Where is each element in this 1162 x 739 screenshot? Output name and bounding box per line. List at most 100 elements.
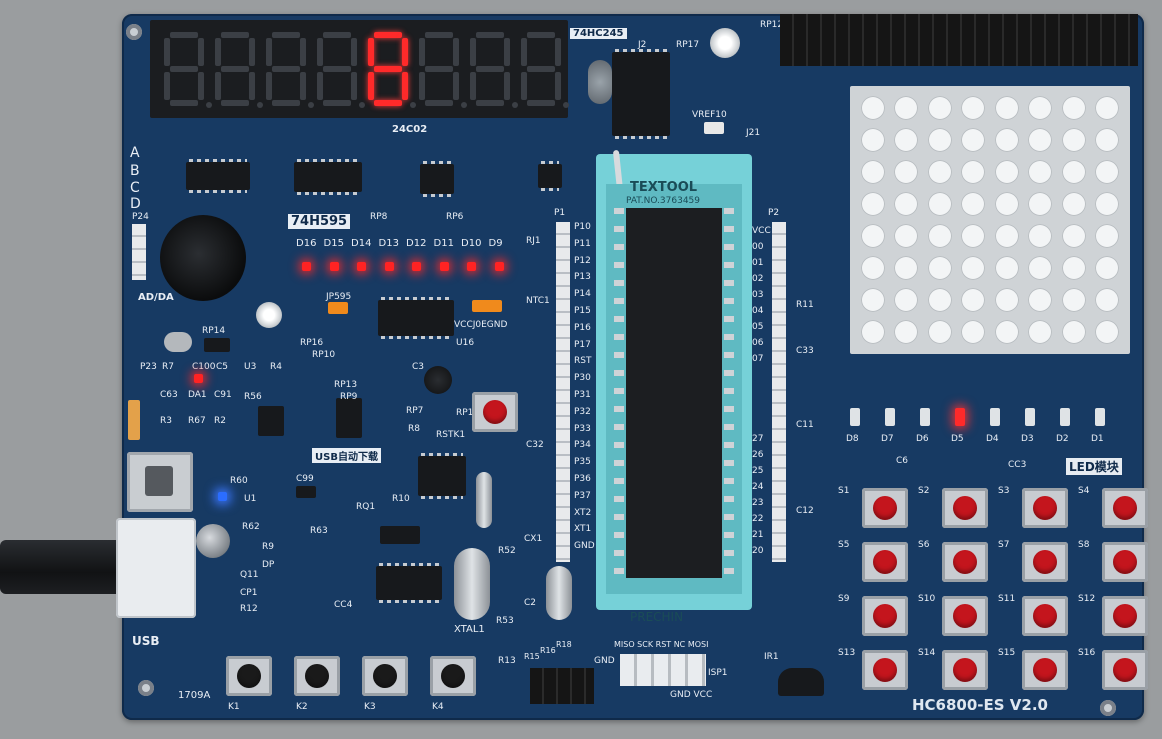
p1-pin-label: P10 [574, 222, 591, 232]
keypad-button[interactable] [862, 650, 908, 690]
potentiometer[interactable] [710, 28, 740, 58]
reset-button-cap[interactable] [483, 400, 507, 424]
matrix-dot [894, 96, 919, 120]
digit-segment [249, 72, 255, 100]
keypad-button[interactable] [1022, 542, 1068, 582]
led-module-led [990, 408, 1000, 426]
led-label: D16 [296, 238, 317, 249]
keypad-button[interactable] [1022, 488, 1068, 528]
header-bottom [530, 668, 594, 704]
ic-dual [380, 526, 420, 544]
k-button[interactable] [294, 656, 340, 696]
k-button-cap[interactable] [305, 664, 329, 688]
k-button[interactable] [226, 656, 272, 696]
keypad-button-cap[interactable] [953, 496, 977, 520]
keypad-button-cap[interactable] [1033, 658, 1057, 682]
reset-button[interactable] [472, 392, 518, 432]
jumper-vcc-gnd[interactable] [472, 300, 502, 312]
k-button[interactable] [362, 656, 408, 696]
digit-decimal-point [461, 102, 467, 108]
keypad-button[interactable] [862, 542, 908, 582]
keypad-button-cap[interactable] [873, 604, 897, 628]
ic-74hc245 [612, 49, 670, 139]
led-label: D15 [323, 238, 344, 249]
led-module-led [920, 408, 930, 426]
key-label: S4 [1078, 486, 1090, 496]
matrix-dot [961, 288, 986, 312]
keypad-button[interactable] [942, 596, 988, 636]
keypad-button-cap[interactable] [1033, 604, 1057, 628]
keypad-button-cap[interactable] [873, 496, 897, 520]
keypad-button[interactable] [1102, 596, 1148, 636]
trim-potentiometer[interactable] [256, 302, 282, 328]
ic-74hc138 [294, 159, 362, 195]
keypad-button[interactable] [1102, 488, 1148, 528]
keypad-button-cap[interactable] [1113, 496, 1137, 520]
label-rp10: C11 [796, 420, 814, 430]
keypad-button-cap[interactable] [1033, 496, 1057, 520]
label-isp1: ISP1 [708, 668, 728, 678]
keypad-button-cap[interactable] [873, 550, 897, 574]
jumper-jp595[interactable] [328, 302, 348, 314]
ic-regulator [376, 563, 442, 603]
p2-pin-label: 25 [752, 466, 764, 476]
digit-segment [249, 38, 255, 66]
matrix-dot [961, 256, 986, 280]
label-c100: R8 [408, 424, 420, 434]
matrix-dot [1061, 224, 1086, 248]
keypad-button-cap[interactable] [953, 604, 977, 628]
label-usb-auto-download: USB自动下载 [312, 448, 381, 463]
power-switch-knob[interactable] [145, 466, 173, 496]
digit-decimal-point [410, 102, 416, 108]
matrix-dot [961, 320, 986, 344]
keypad-button-cap[interactable] [1113, 550, 1137, 574]
led-module-label: D1 [1091, 434, 1104, 444]
keypad-button[interactable] [1022, 596, 1068, 636]
led-74h595 [357, 262, 366, 271]
keypad-button[interactable] [862, 596, 908, 636]
matrix-dot [894, 256, 919, 280]
matrix-dot [1028, 192, 1053, 216]
transistor-q11 [296, 486, 316, 498]
label-isp-pins: MISO SCK RST NC MOSI [614, 640, 709, 649]
keypad-button-cap[interactable] [1113, 604, 1137, 628]
matrix-dot [894, 288, 919, 312]
jumper-p23[interactable] [128, 400, 140, 440]
keypad-button[interactable] [942, 650, 988, 690]
keypad-button[interactable] [942, 542, 988, 582]
keypad-button-cap[interactable] [953, 658, 977, 682]
keypad-button[interactable] [862, 488, 908, 528]
keypad-button-cap[interactable] [1113, 658, 1137, 682]
key-label: S2 [918, 486, 930, 496]
digit-segment [317, 38, 323, 66]
label-rp14: C32 [526, 440, 544, 450]
keypad-button[interactable] [1022, 650, 1068, 690]
keypad-button-cap[interactable] [873, 658, 897, 682]
keypad-button-cap[interactable] [1033, 550, 1057, 574]
usb-plug [116, 518, 196, 618]
led-module-label: D6 [916, 434, 929, 444]
p1-pin-label: P36 [574, 474, 591, 484]
keypad-button[interactable] [1102, 650, 1148, 690]
p1-pin-label: P15 [574, 306, 591, 316]
keypad-button-cap[interactable] [953, 550, 977, 574]
keypad-button[interactable] [942, 488, 988, 528]
k-button[interactable] [430, 656, 476, 696]
digit-segment [504, 72, 510, 100]
jumper-j21[interactable] [704, 122, 724, 134]
led-74h595 [494, 262, 504, 271]
k-button-cap[interactable] [441, 664, 465, 688]
power-switch[interactable] [127, 452, 193, 512]
matrix-dot [860, 224, 885, 248]
matrix-dot [1028, 288, 1053, 312]
k-button-cap[interactable] [373, 664, 397, 688]
matrix-dot [1061, 320, 1086, 344]
p2-pin-label: 23 [752, 498, 764, 508]
digit-segment [272, 100, 300, 106]
label-u16: RP9 [340, 392, 358, 402]
digit-segment [198, 72, 204, 100]
led-label: D13 [378, 238, 399, 249]
k-button-cap[interactable] [237, 664, 261, 688]
keypad-button[interactable] [1102, 542, 1148, 582]
digit-decimal-point [359, 102, 365, 108]
